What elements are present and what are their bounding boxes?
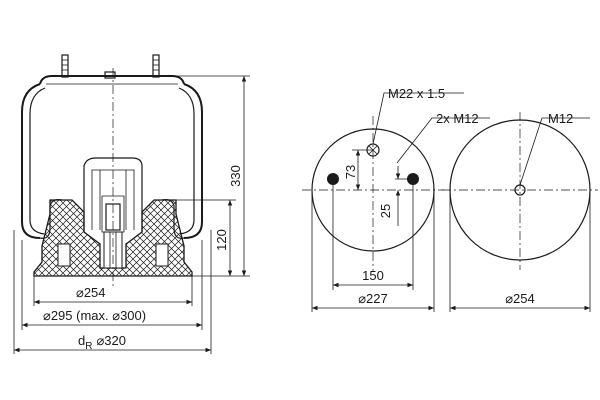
- thread-2xm12-label: 2x M12: [436, 111, 479, 126]
- dr-320-label: dR ⌀320: [78, 333, 126, 352]
- dr-subscript: R: [85, 341, 92, 352]
- rubber-bellow: [21, 83, 203, 239]
- dia-227-label: ⌀227: [358, 291, 388, 306]
- dim-25-label: 25: [378, 204, 393, 218]
- dim-73-label: 73: [343, 165, 358, 179]
- dia-295-label: ⌀295 (max. ⌀300): [43, 308, 146, 323]
- dim-150-label: 150: [362, 268, 384, 283]
- thread-m12-label: M12: [548, 111, 573, 126]
- side-section-view: 330 120 ⌀254 ⌀295 (max. ⌀300) dR ⌀320: [13, 54, 250, 354]
- height-330-label: 330: [228, 165, 243, 187]
- height-120-label: 120: [214, 229, 229, 251]
- dia-254-left-label: ⌀254: [76, 285, 106, 300]
- top-plate-view: M22 x 1.5 2x M12 73 25 150 ⌀227: [302, 86, 490, 312]
- leader-m12: [519, 117, 590, 186]
- dr-value: ⌀320: [96, 333, 126, 348]
- dia-254-right-label: ⌀254: [505, 291, 535, 306]
- top-plate: [39, 75, 185, 85]
- thread-m22-label: M22 x 1.5: [388, 86, 445, 101]
- mounting-stud-right: [152, 54, 160, 78]
- piston-bottom-view: M12 ⌀254: [442, 111, 598, 312]
- mounting-stud-left: [61, 54, 69, 78]
- leader-m22: [372, 92, 464, 145]
- dr-prefix: d: [78, 333, 85, 348]
- leader-2xm12: [396, 117, 490, 164]
